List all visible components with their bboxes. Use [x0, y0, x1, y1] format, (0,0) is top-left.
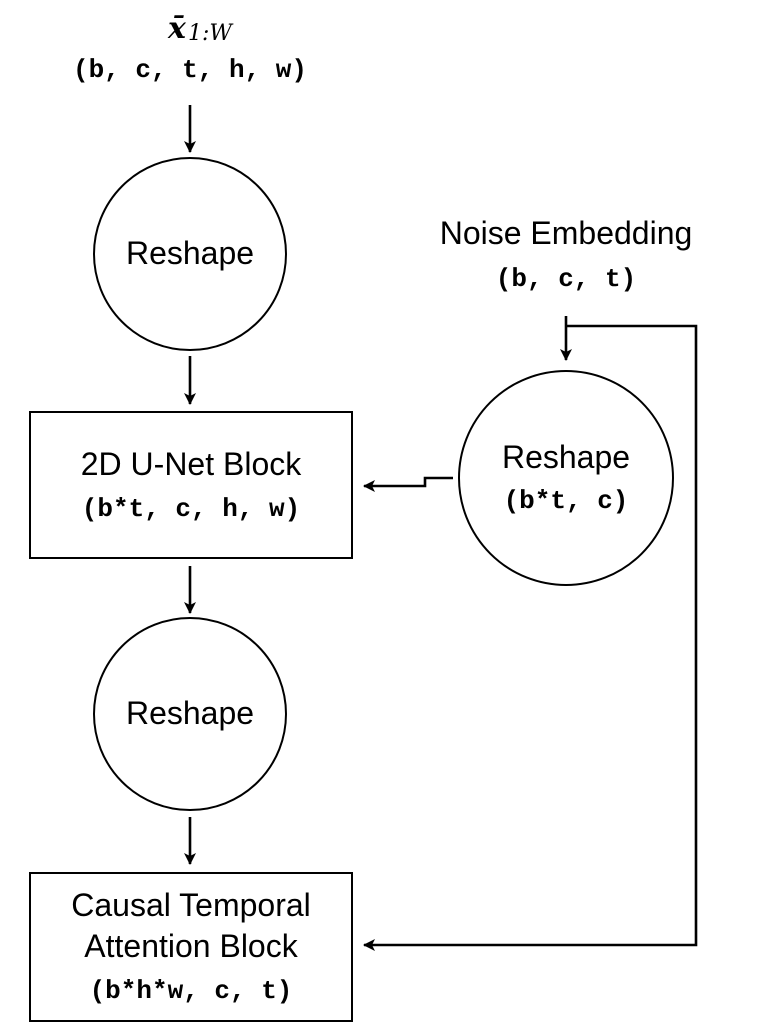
reshape-top-label: Reshape	[126, 235, 254, 271]
noise-embedding-shape: (b, c, t)	[496, 264, 636, 294]
attention-block-box	[29, 872, 353, 1022]
reshape-mid-node: Reshape	[93, 617, 287, 811]
input-shape: (b, c, t, h, w)	[73, 55, 307, 85]
unet-block-node: 2D U-Net Block (b*t, c, h, w)	[29, 411, 353, 559]
input-subscript: 1:W	[188, 21, 234, 46]
unet-block-label: 2D U-Net Block	[81, 446, 303, 482]
noise-embedding-label: Noise Embedding (b, c, t)	[440, 215, 693, 294]
reshape-top-node: Reshape	[93, 157, 287, 351]
attention-block-line2: Attention Block	[84, 928, 298, 964]
reshape-top-circle	[93, 157, 287, 351]
attention-block-node: Causal Temporal Attention Block (b*h*w, …	[29, 872, 353, 1022]
input-symbol: x̄	[167, 11, 187, 46]
input-label: x̄ 1:W (b, c, t, h, w)	[73, 11, 307, 85]
reshape-mid-label: Reshape	[126, 695, 254, 731]
reshape-noise-circle	[458, 370, 674, 586]
noise-embedding-title: Noise Embedding	[440, 215, 693, 251]
reshape-noise-label: Reshape	[502, 439, 630, 475]
attention-block-shape: (b*h*w, c, t)	[90, 976, 293, 1006]
reshape-mid-circle	[93, 617, 287, 811]
unet-block-box	[29, 411, 353, 559]
reshape-noise-node: Reshape (b*t, c)	[458, 370, 674, 586]
reshape-noise-shape: (b*t, c)	[504, 486, 629, 516]
arrow-reshape-to-unet-side	[363, 476, 453, 492]
unet-block-shape: (b*t, c, h, w)	[82, 494, 300, 524]
arrow-noise-to-attention	[363, 324, 698, 951]
attention-block-line1: Causal Temporal	[71, 887, 311, 923]
